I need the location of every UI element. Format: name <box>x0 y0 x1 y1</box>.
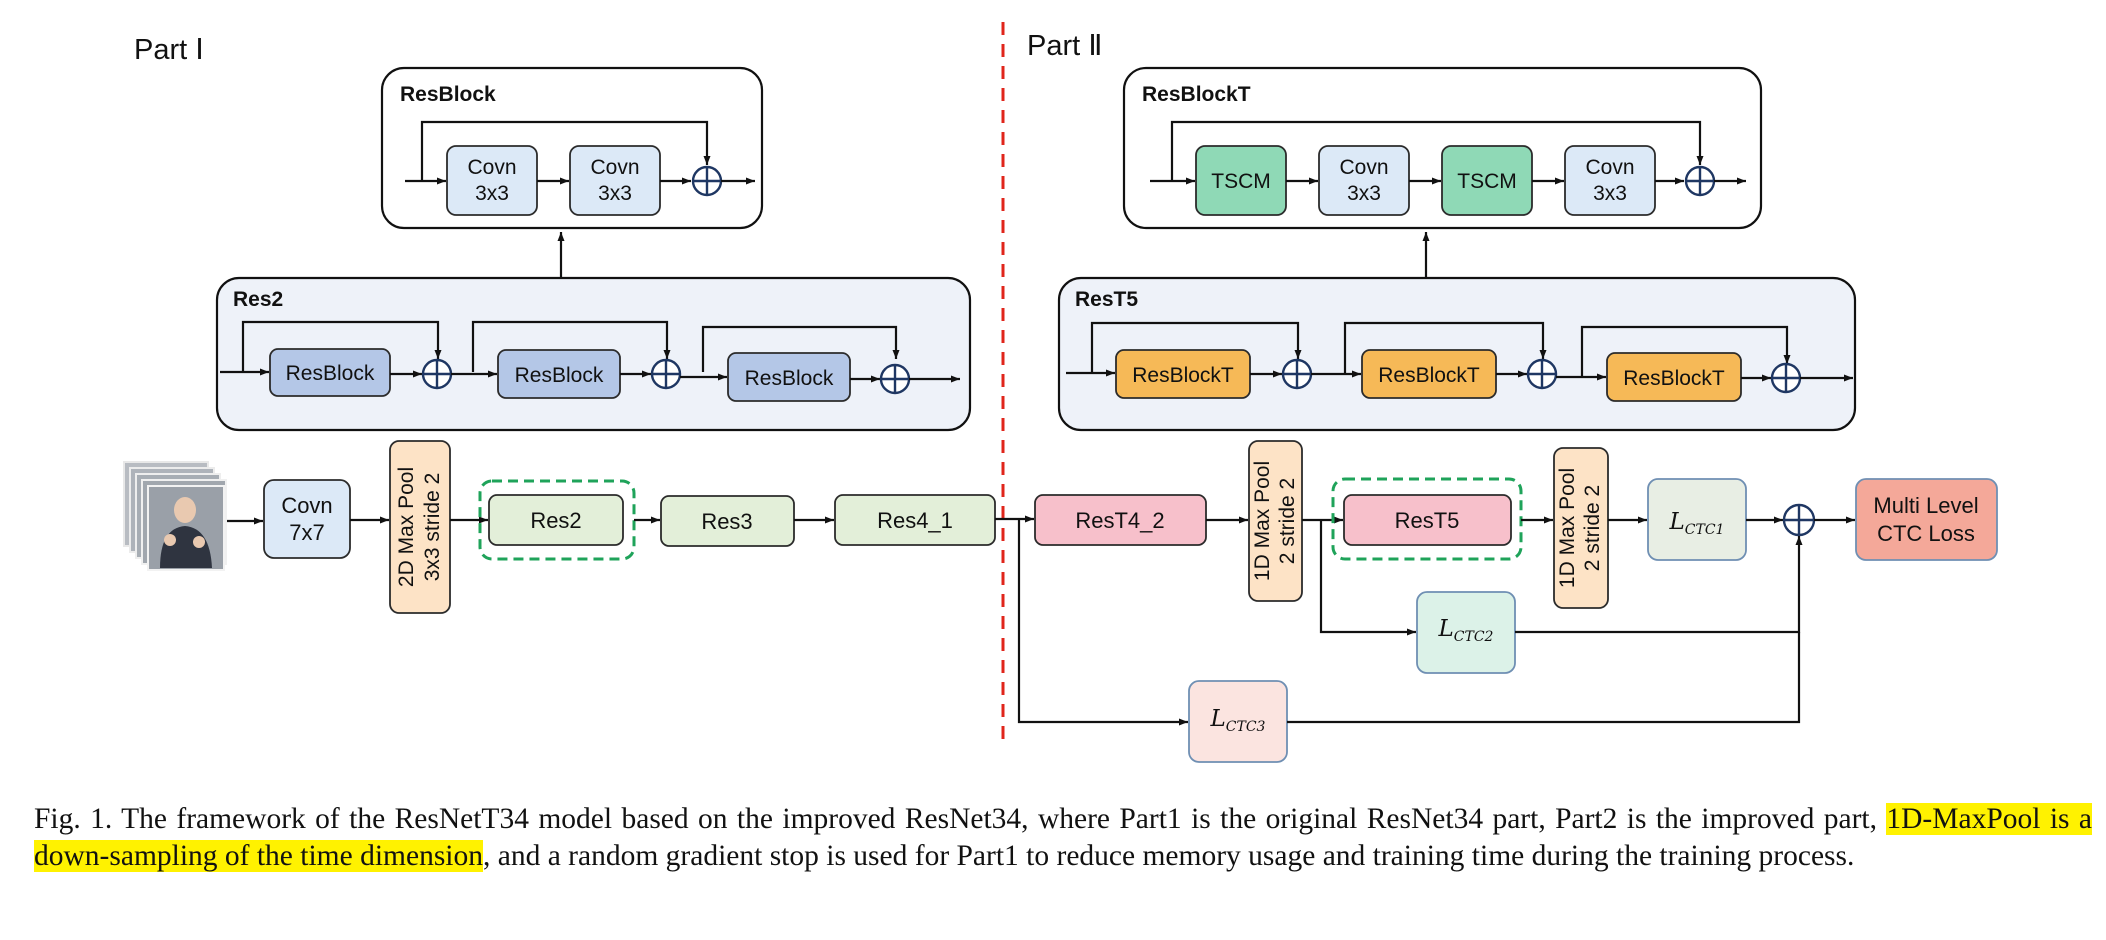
ctc1-box <box>1647 478 1747 561</box>
resblock-detail-title: ResBlock <box>400 83 496 106</box>
maxpool1d-b-box <box>1553 447 1609 609</box>
res2-resblock-2-label: ResBlock <box>515 364 604 387</box>
conv7x7-line1: Covn <box>281 493 332 518</box>
rest5-box <box>1343 494 1512 546</box>
res2-label: Res2 <box>530 508 581 533</box>
resnett34-framework-diagram: Part Ⅰ Part Ⅱ ResBlock Covn 3x3 Covn 3x3… <box>123 22 1998 763</box>
rest5-add-icon-2 <box>1526 358 1558 390</box>
res2-panel-title: Res2 <box>233 288 283 311</box>
rest5-resblockt-1-label: ResBlockT <box>1132 364 1234 387</box>
rest5-resblockt-2-label: ResBlockT <box>1378 364 1480 387</box>
resblock-conv1-line2: 3x3 <box>475 182 509 205</box>
figure-caption: Fig. 1. The framework of the ResNetT34 m… <box>34 801 2092 875</box>
res4-1-label: Res4_1 <box>877 508 953 533</box>
resblockt-tscm1-label: TSCM <box>1211 170 1271 193</box>
res2-highlight-dashed <box>478 479 636 561</box>
conv7x7-box <box>263 479 351 559</box>
resblock-add-icon <box>691 165 723 197</box>
res2-resblock-1 <box>269 348 391 397</box>
maxpool1d-a-line2: 2 stride 2 <box>1276 478 1299 564</box>
res2-box <box>488 494 624 546</box>
caption-tail: , and a random gradient stop is used for… <box>483 840 1855 872</box>
part1-label: Part Ⅰ <box>134 34 204 66</box>
resblock-conv1-line1: Covn <box>467 156 516 179</box>
resblock-conv2-line1: Covn <box>590 156 639 179</box>
caption-lead: Fig. 1. The framework of the ResNetT34 m… <box>34 803 1887 835</box>
multi-level-ctc-loss-box <box>1855 478 1998 561</box>
maxpool1d-b-line1: 1D Max Pool <box>1556 468 1579 588</box>
resblockt-tscm2-label: TSCM <box>1457 170 1517 193</box>
res3-label: Res3 <box>701 509 752 534</box>
resblockt-skip-connection <box>1170 120 1704 181</box>
resblockt-conv2-line1: Covn <box>1585 156 1634 179</box>
res2-resblock-3 <box>727 352 851 402</box>
res2-resblock-3-label: ResBlock <box>745 367 834 390</box>
maxpool1d-b-line2: 2 stride 2 <box>1581 485 1604 571</box>
resblockt-conv2-line2: 3x3 <box>1593 182 1627 205</box>
ctc1-label: LCTC1 <box>1669 509 1725 538</box>
resblockt-add-icon <box>1684 165 1716 197</box>
rest5-add-icon-3 <box>1770 362 1802 394</box>
loss-line2: CTC Loss <box>1877 521 1975 546</box>
part2-label: Part Ⅱ <box>1027 30 1103 62</box>
rest5-resblockt-3-label: ResBlockT <box>1623 367 1725 390</box>
resblockt-detail-title: ResBlockT <box>1142 83 1251 106</box>
resblock-conv2-line2: 3x3 <box>598 182 632 205</box>
ctc3-label: LCTC3 <box>1210 706 1266 735</box>
rest5-add-icon-1 <box>1281 358 1313 390</box>
res2-add-icon-2 <box>650 358 682 390</box>
maxpool2d-box <box>389 440 451 614</box>
loss-add-icon <box>1782 503 1816 537</box>
conv7x7-line2: 7x7 <box>289 520 324 545</box>
maxpool1d-a-line1: 1D Max Pool <box>1251 461 1274 581</box>
loss-line1: Multi Level <box>1873 493 1978 518</box>
res2-add-icon-1 <box>421 358 453 390</box>
resblockt-conv1-line2: 3x3 <box>1347 182 1381 205</box>
maxpool2d-line2: 3x3 stride 2 <box>421 473 444 582</box>
res2-add-icon-3 <box>879 363 911 395</box>
resblockt-conv1-line1: Covn <box>1339 156 1388 179</box>
resblock-skip-connection <box>420 120 711 181</box>
maxpool2d-line1: 2D Max Pool <box>395 467 418 587</box>
rest5-panel-title: ResT5 <box>1075 288 1138 311</box>
ctc2-label: LCTC2 <box>1438 616 1494 645</box>
rest5-label: ResT5 <box>1395 508 1460 533</box>
res2-resblock-1-label: ResBlock <box>286 362 375 385</box>
rest4-2-label: ResT4_2 <box>1075 508 1164 533</box>
input-video-frames-image <box>123 461 227 571</box>
